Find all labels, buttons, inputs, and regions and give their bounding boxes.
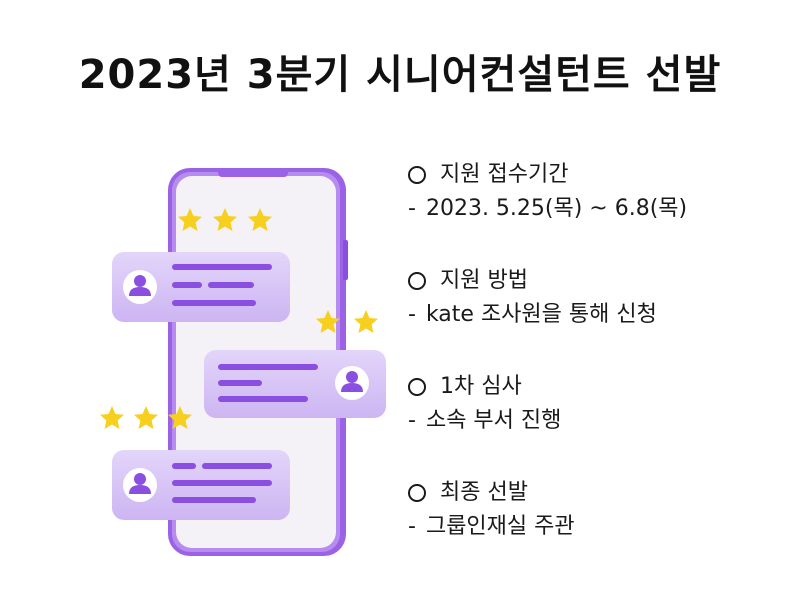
star-row-1 [178, 208, 272, 231]
circle-bullet-icon [408, 166, 426, 184]
star-icon [168, 406, 192, 429]
star-icon [213, 208, 237, 231]
section-application-method: 지원 방법 -kate 조사원을 통해 신청 [400, 264, 790, 332]
user-avatar-icon [341, 371, 363, 392]
dash: - [408, 302, 416, 327]
circle-bullet-icon [408, 378, 426, 396]
phone-side-button [343, 240, 348, 280]
section-detail: 그룹인재실 주관 [425, 514, 575, 539]
phone-notch [218, 168, 288, 177]
star-icon [354, 310, 378, 333]
circle-bullet-icon [408, 484, 426, 502]
star-icon [178, 208, 202, 231]
section-heading: 최종 선발 [440, 480, 528, 505]
review-card-1 [112, 252, 290, 322]
recruitment-info: 지원 접수기간 -2023. 5.25(목) ~ 6.8(목) 지원 방법 -k… [400, 158, 790, 582]
section-detail: kate 조사원을 통해 신청 [425, 302, 657, 327]
star-icon [316, 310, 340, 333]
user-avatar-icon [129, 275, 151, 296]
dash: - [408, 514, 416, 539]
review-card-2 [204, 350, 386, 418]
user-avatar-icon [129, 473, 151, 494]
section-detail: 소속 부서 진행 [425, 408, 562, 433]
dash: - [408, 196, 416, 221]
circle-bullet-icon [408, 272, 426, 290]
phone-review-illustration [100, 168, 386, 556]
star-row-2 [316, 310, 378, 333]
section-detail: 2023. 5.25(목) ~ 6.8(목) [425, 196, 688, 221]
section-heading: 지원 접수기간 [440, 162, 569, 187]
review-card-3 [112, 450, 290, 520]
section-heading: 1차 심사 [440, 374, 522, 399]
star-icon [100, 406, 124, 429]
dash: - [408, 408, 416, 433]
section-application-period: 지원 접수기간 -2023. 5.25(목) ~ 6.8(목) [400, 158, 790, 226]
page-title: 2023년 3분기 시니어컨설턴트 선발 [78, 52, 722, 98]
section-final-selection: 최종 선발 -그룹인재실 주관 [400, 476, 790, 544]
star-icon [248, 208, 272, 231]
star-row-3 [100, 406, 192, 429]
star-icon [134, 406, 158, 429]
section-heading: 지원 방법 [440, 268, 528, 293]
section-first-review: 1차 심사 -소속 부서 진행 [400, 370, 790, 438]
